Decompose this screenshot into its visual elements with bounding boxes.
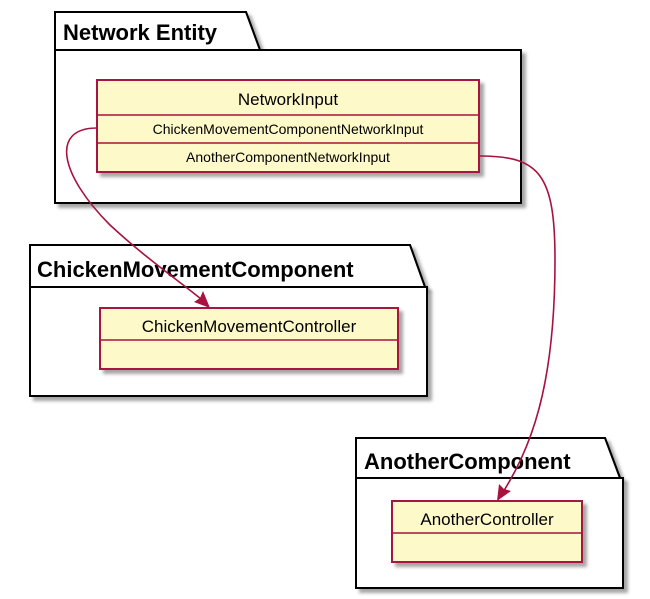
edge-line [65, 127, 208, 305]
arrowhead [194, 291, 210, 308]
package-tab-outline [29, 244, 427, 288]
class-network-input[interactable]: NetworkInput ChickenMovementComponentNet… [96, 79, 480, 173]
class-name: AnotherController [420, 510, 554, 529]
class-field: ChickenMovementComponentNetworkInput [153, 121, 424, 137]
package-another-component: AnotherComponent AnotherController [355, 437, 624, 589]
class-name: NetworkInput [238, 90, 338, 109]
package-chicken-movement-component: ChickenMovementComponent ChickenMovement… [29, 244, 428, 397]
arrowhead [497, 484, 511, 501]
class-box [99, 307, 399, 370]
class-another-controller[interactable]: AnotherController [391, 500, 583, 563]
edge-another-input-to-controller [479, 155, 556, 501]
package-title: ChickenMovementComponent [37, 257, 354, 282]
class-chicken-movement-controller[interactable]: ChickenMovementController [99, 307, 399, 370]
package-network-entity: Network Entity NetworkInput ChickenMovem… [54, 11, 522, 204]
class-name: ChickenMovementController [142, 317, 357, 336]
package-tab-outline [355, 437, 622, 479]
package-tab-outline [54, 11, 262, 51]
edge-chicken-input-to-controller [65, 127, 210, 308]
class-field: AnotherComponentNetworkInput [186, 149, 390, 165]
package-title: AnotherComponent [364, 449, 571, 474]
package-title: Network Entity [63, 20, 218, 45]
class-box [391, 500, 583, 563]
edge-line [479, 155, 556, 498]
class-box [96, 79, 480, 173]
